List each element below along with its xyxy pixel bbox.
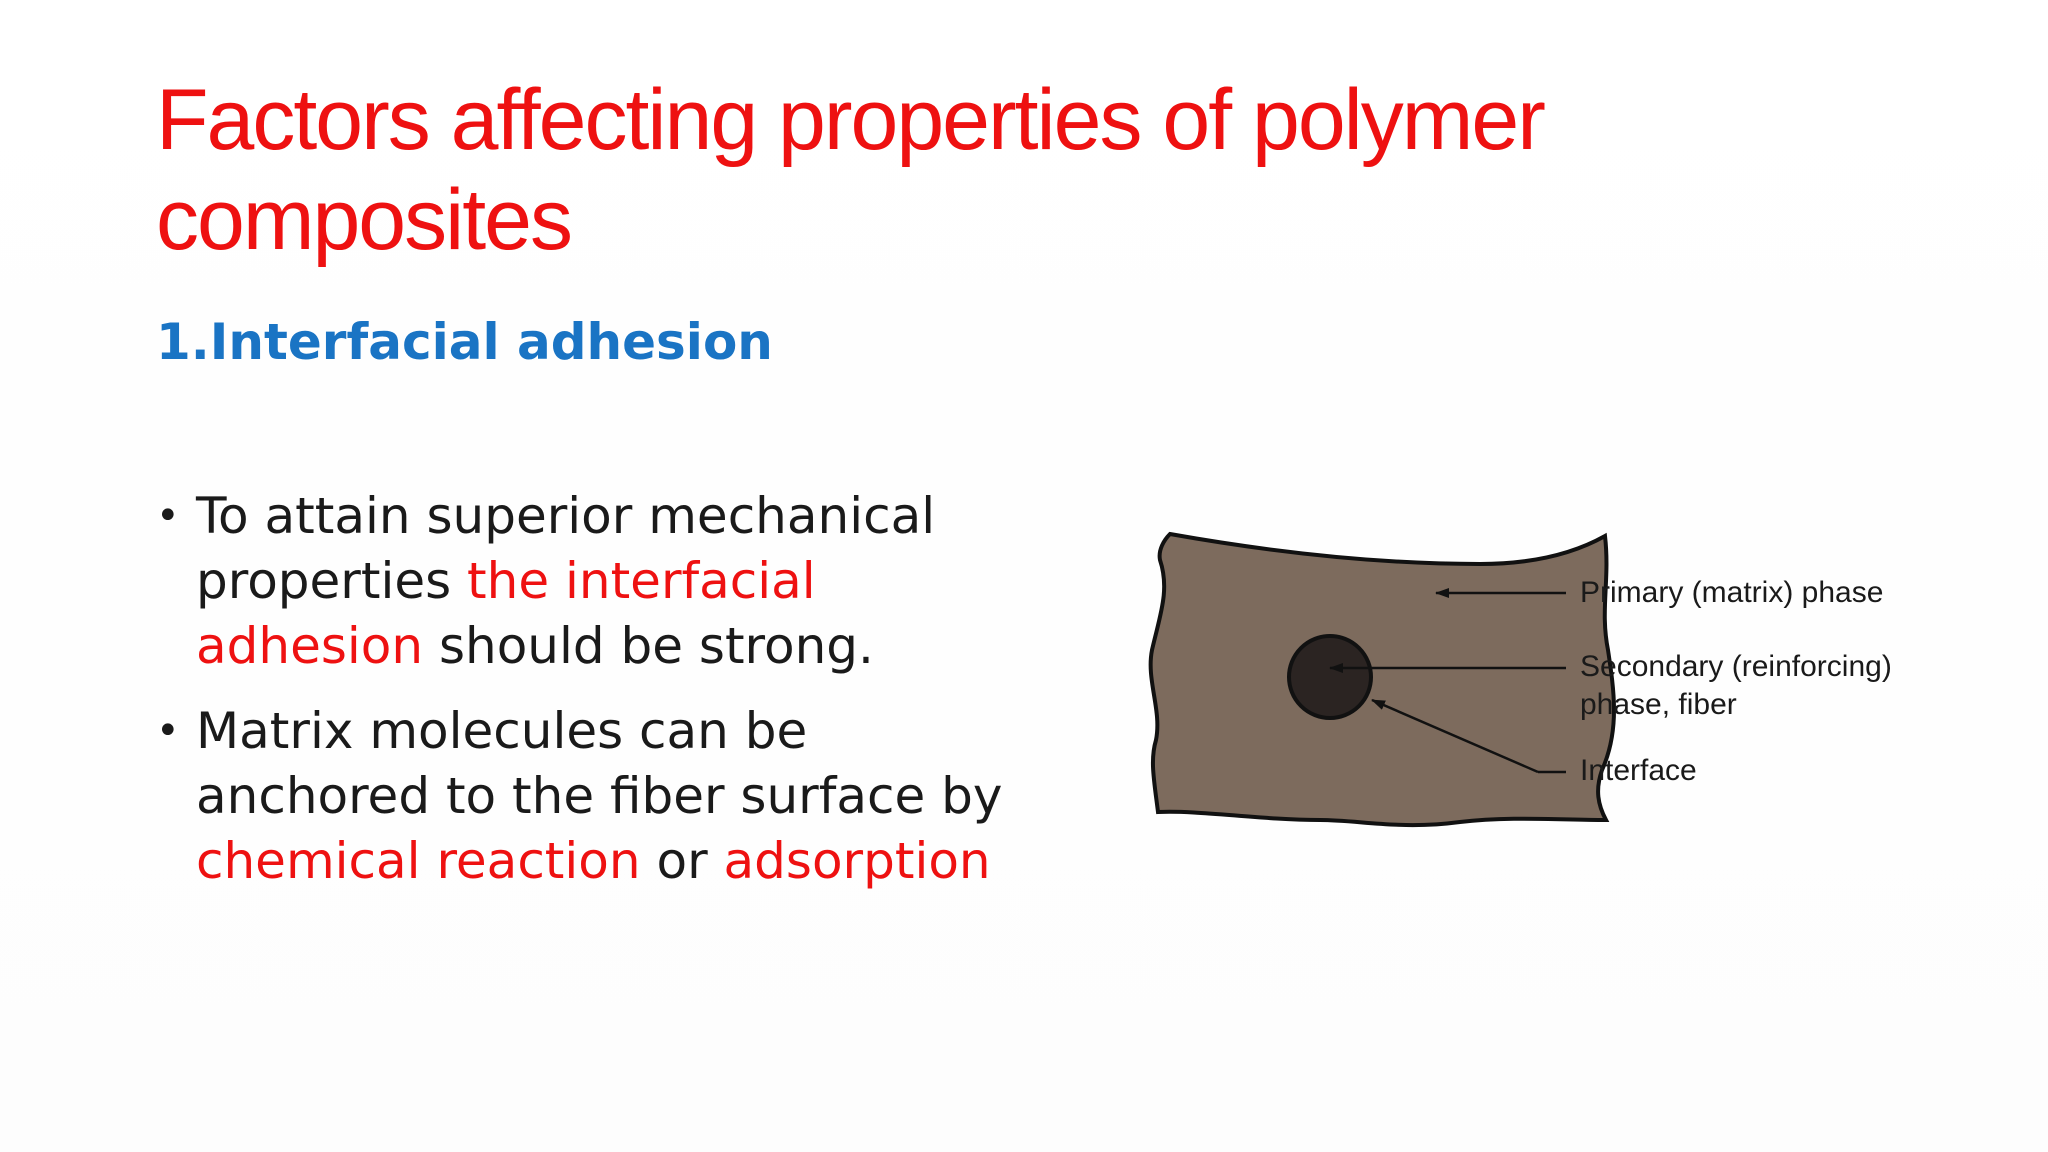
composite-diagram: Primary (matrix) phase Secondary (reinfo… — [1140, 520, 1940, 850]
composite-diagram-svg — [1148, 531, 1616, 828]
bullet-text: Matrix molecules can be anchored to the … — [196, 702, 1003, 825]
matrix-phase-shape — [1148, 531, 1616, 828]
primary-phase-label: Primary (matrix) phase — [1580, 576, 1884, 609]
slide-title: Factors affecting properties of polymer … — [156, 72, 1546, 268]
interface-arrow-diagonal — [1371, 698, 1539, 774]
highlight-text: chemical reaction — [196, 832, 641, 890]
bullet-list: • To attain superior mechanical properti… — [156, 484, 1056, 914]
interface-label: Interface — [1580, 754, 1697, 787]
highlight-text: the interfacial adhesion — [196, 552, 816, 675]
bullet-icon: • — [156, 493, 180, 539]
bullet-text: To attain superior mechanical properties — [196, 487, 936, 610]
section-heading: 1.Interfacial adhesion — [156, 313, 773, 371]
highlight-text: adsorption — [723, 832, 991, 890]
bullet-text: or — [640, 832, 724, 890]
bullet-text: should be strong. — [423, 617, 874, 675]
secondary-phase-label-line2: phase, fiber — [1580, 688, 1737, 721]
bullet-item: • Matrix molecules can be anchored to th… — [156, 699, 1056, 894]
fiber-shape — [1287, 634, 1373, 720]
bullet-icon: • — [156, 708, 180, 754]
secondary-phase-label-line1: Secondary (reinforcing) — [1580, 650, 1892, 683]
bullet-item: • To attain superior mechanical properti… — [156, 484, 1056, 679]
